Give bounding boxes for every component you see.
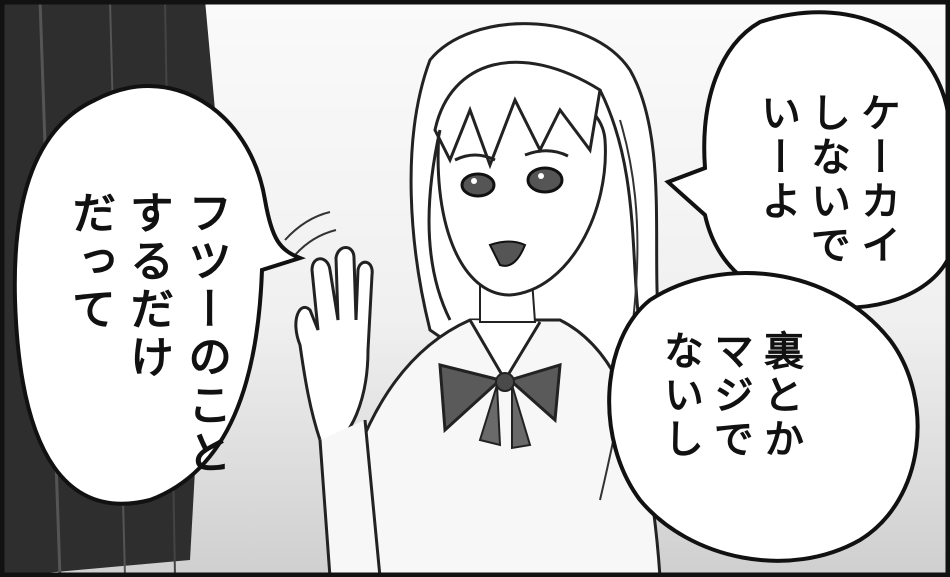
girl-mouth xyxy=(488,240,527,267)
bubble-line: フツーのこと xyxy=(180,190,231,478)
bubble-line: 裏とか xyxy=(757,330,803,462)
speech-bubble-left-text: フツーのこと するだけ だって xyxy=(60,190,234,478)
bubble-line: いーよ xyxy=(754,92,800,224)
bubble-line: するだけ xyxy=(122,190,173,382)
bubble-line: ないし xyxy=(657,330,703,462)
speech-bubble-bottom-right-text: 裏とか マジで ないし xyxy=(655,330,805,462)
bubble-line: マジで xyxy=(707,330,753,462)
girl-left-eye xyxy=(460,172,496,198)
girl-right-eye xyxy=(526,166,564,194)
girl-bangs xyxy=(433,60,602,170)
bow-tie xyxy=(438,362,562,450)
speech-bubble-bottom-right xyxy=(607,271,920,563)
speech-bubble-top-right-text: ケーカイ しないで いーよ xyxy=(752,92,902,268)
bubble-line: しないで xyxy=(804,92,850,268)
bubble-line: ケーカイ xyxy=(854,92,900,268)
speech-bubble-left xyxy=(12,84,306,506)
bubble-line: だって xyxy=(64,190,115,334)
